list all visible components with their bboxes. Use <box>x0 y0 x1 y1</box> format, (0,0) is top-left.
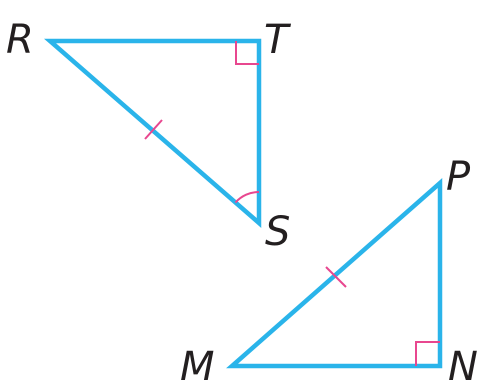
angle-arc-s <box>234 190 260 204</box>
vertex-label-s: S <box>265 209 290 255</box>
right-angle-mark-t <box>235 41 259 65</box>
vertex-label-r: R <box>6 17 34 63</box>
vertex-label-p: P <box>446 154 471 200</box>
vertex-label-n: N <box>448 344 478 382</box>
triangle-mnp-edges <box>226 178 443 369</box>
triangle-rts-edges <box>43 38 262 228</box>
vertex-label-t: T <box>264 17 292 63</box>
tick-mark-rs <box>144 119 163 140</box>
triangle-rts: R T S <box>6 17 292 255</box>
triangle-mnp: M N P <box>180 154 478 382</box>
vertex-label-m: M <box>180 344 215 382</box>
tick-mark-mp <box>325 266 347 288</box>
right-angle-mark-n <box>415 341 440 366</box>
